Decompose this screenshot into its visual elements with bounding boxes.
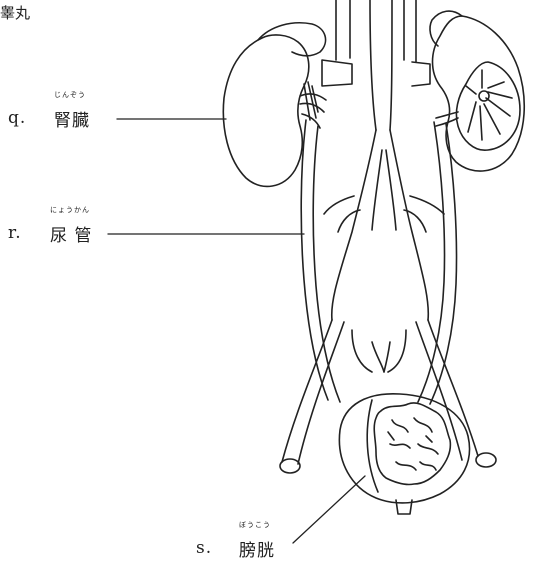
bladder [339,394,469,514]
label-s-text: 膀胱 [239,536,275,561]
label-r-text: 尿 管 [50,221,92,246]
label-r-letter: r. [8,223,22,243]
left-kidney [223,23,326,187]
leader-line-s [293,476,365,543]
label-r-ruby: にょうかん [50,205,90,215]
great-vessels [322,0,444,320]
corner-label: 睾丸 [0,2,30,23]
label-q-ruby: じんぞう [54,90,86,100]
label-s-ruby: ぼうこう [239,520,271,530]
label-q-text: 腎臓 [54,106,90,131]
right-ureter [418,122,457,404]
left-ureter [301,120,340,402]
label-s-letter: s. [196,538,212,558]
label-q-letter: q. [8,108,26,128]
right-kidney [430,11,524,171]
